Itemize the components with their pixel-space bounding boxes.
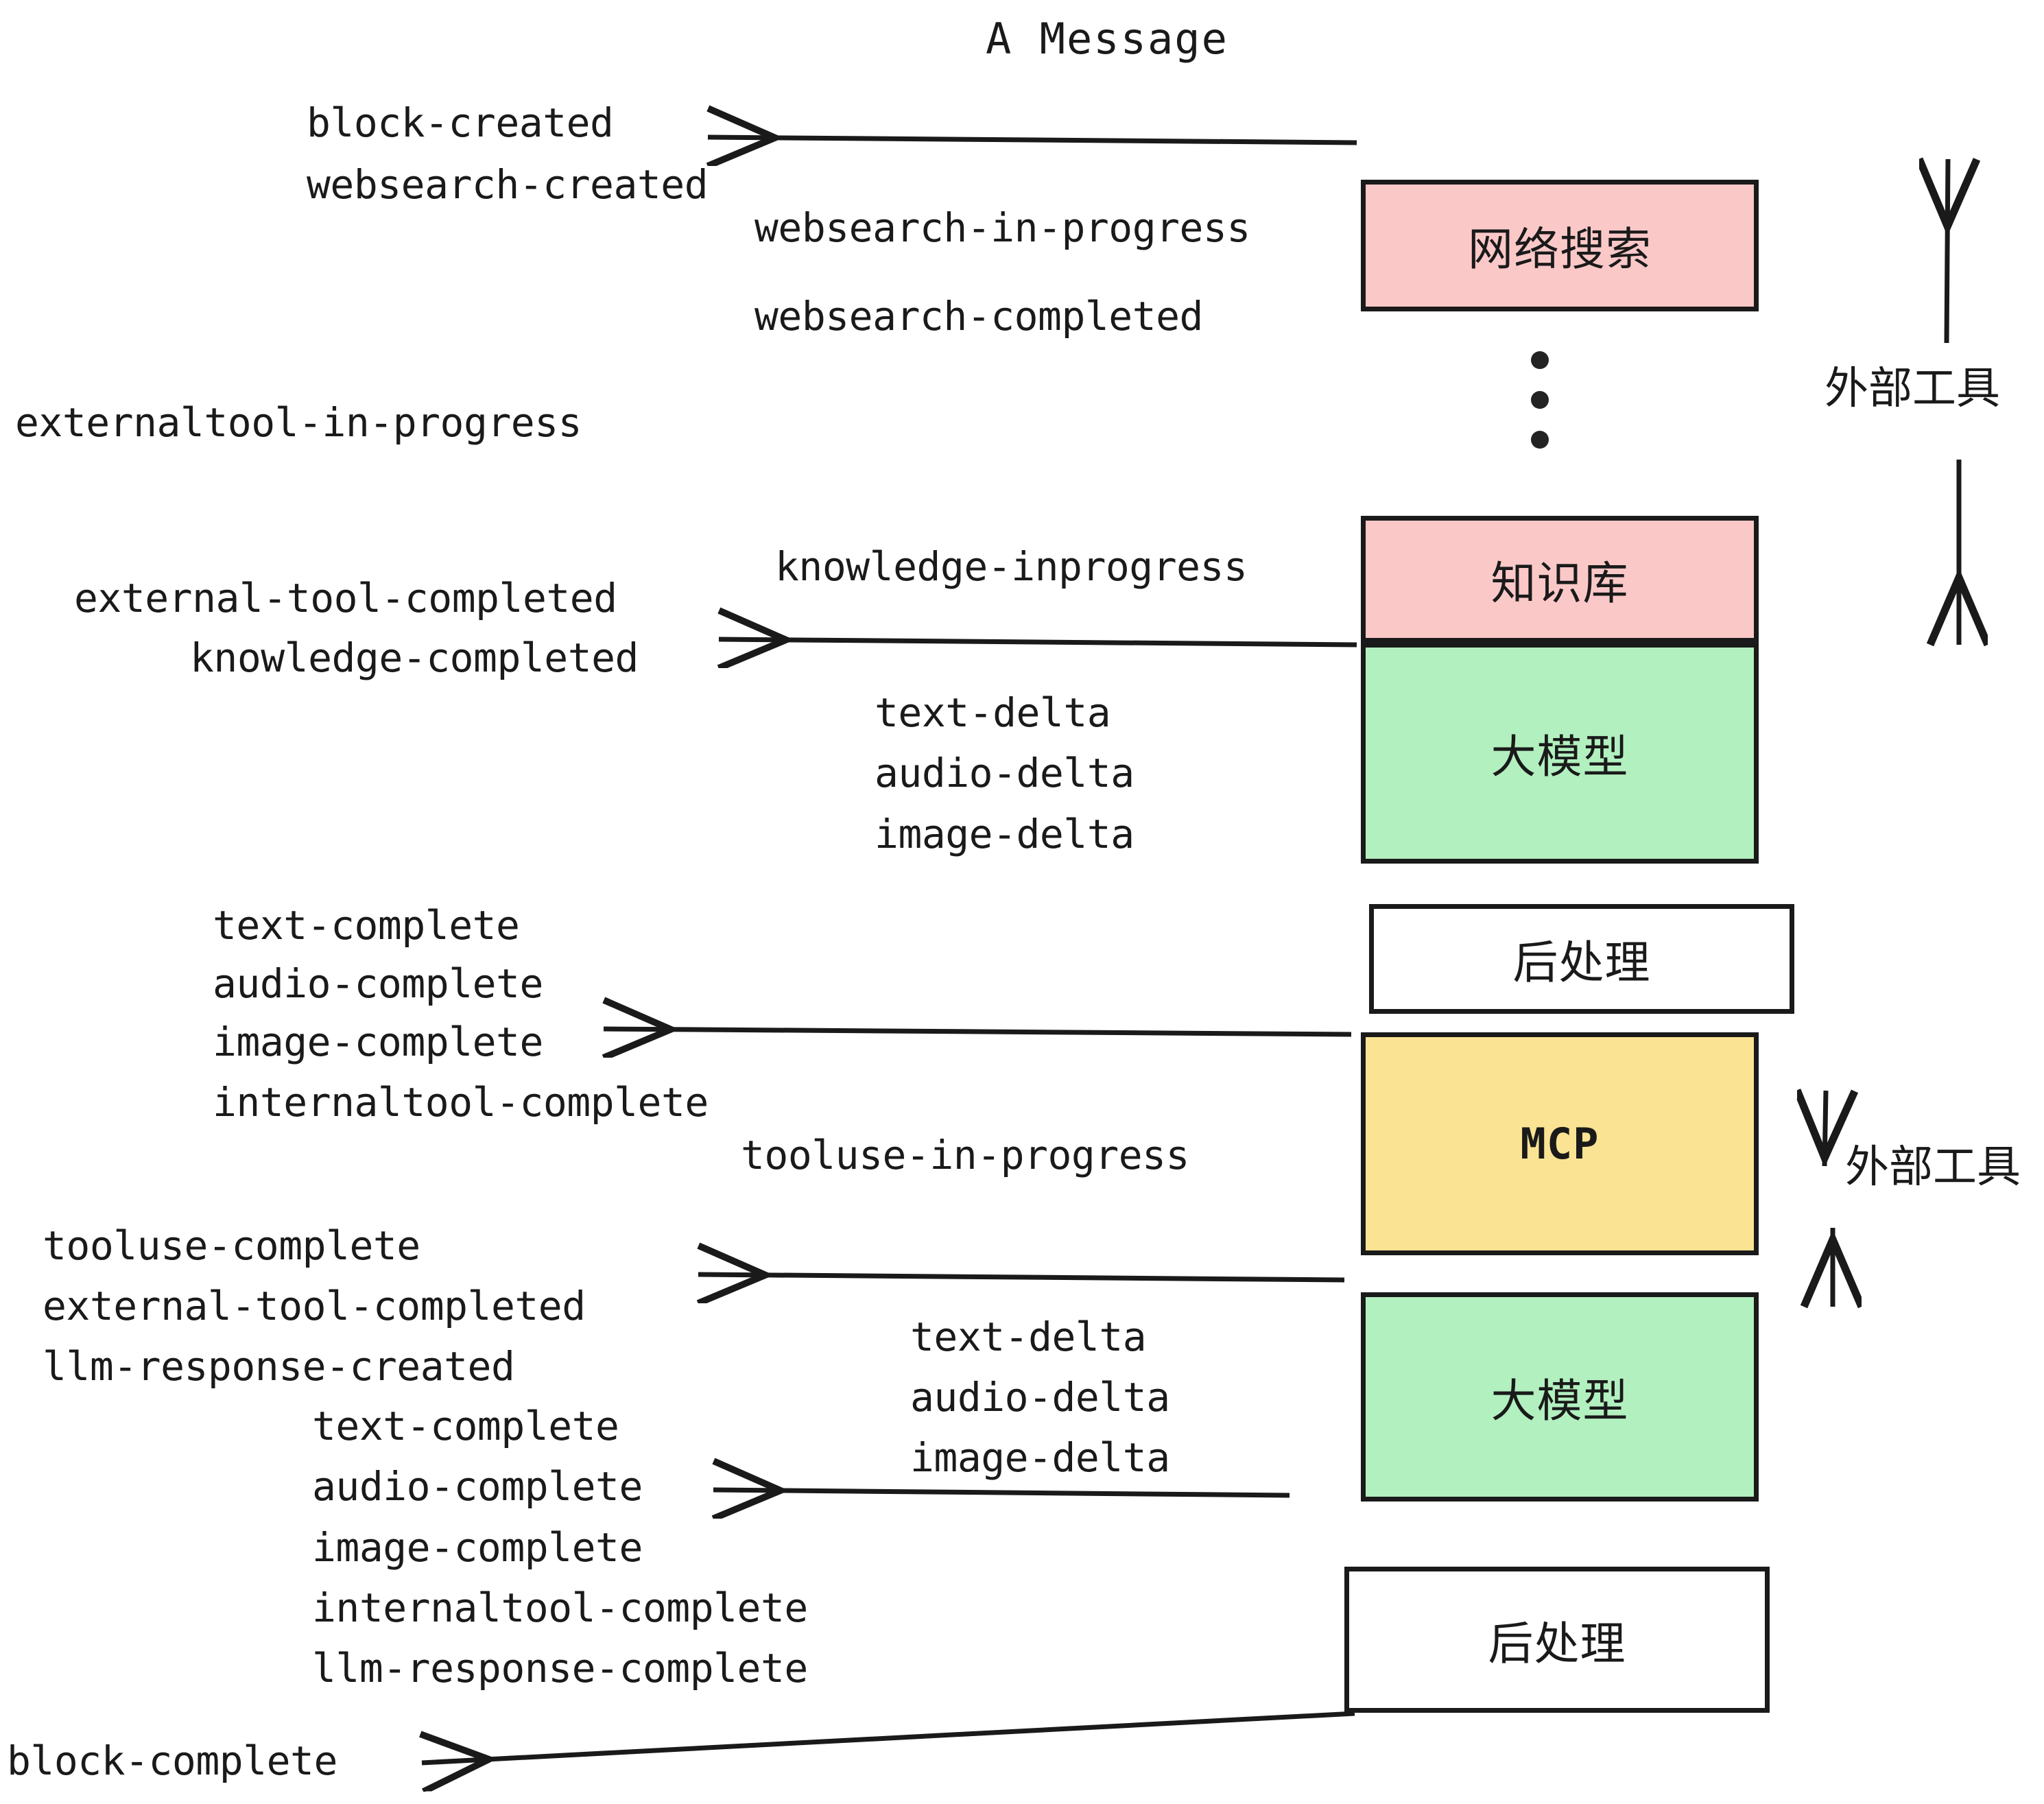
label-external-tool-bottom: 外部工具 — [1845, 1142, 2021, 1193]
box-websearch: 网络搜索 — [1361, 180, 1759, 311]
event-external-tool-completed-1: external-tool-completed — [74, 575, 617, 621]
diagram-title: A Message — [986, 14, 1228, 64]
event-block-complete: block-complete — [7, 1737, 337, 1784]
arrow-external-bottom-up — [1825, 1091, 1826, 1167]
event-audio-delta-2: audio-delta — [910, 1374, 1170, 1421]
arrow-llm1-to-complete — [604, 1029, 1352, 1034]
event-websearch-completed: websearch-completed — [754, 293, 1203, 340]
event-tooluse-in-progress: tooluse-in-progress — [741, 1132, 1189, 1178]
box-mcp: MCP — [1361, 1032, 1759, 1255]
box-postprocess-1: 后处理 — [1369, 904, 1794, 1014]
arrow-websearch-to-created — [708, 137, 1357, 143]
event-audio-delta-1: audio-delta — [875, 750, 1134, 796]
arrow-post2-to-block-complete — [422, 1711, 1355, 1763]
arrow-knowledge-to-completed — [719, 639, 1357, 645]
event-image-complete-1: image-complete — [213, 1019, 543, 1065]
arrow-external-top-up — [1947, 159, 1948, 344]
event-block-created: block-created — [307, 99, 614, 146]
event-websearch-in-progress: websearch-in-progress — [754, 204, 1250, 251]
arrow-llm2-to-complete — [713, 1490, 1290, 1495]
event-text-delta-2: text-delta — [910, 1314, 1147, 1360]
event-external-tool-completed-2: external-tool-completed — [43, 1283, 586, 1329]
box-knowledge: 知识库 — [1361, 516, 1759, 643]
event-knowledge-inprogress: knowledge-inprogress — [775, 543, 1248, 590]
event-text-complete-1: text-complete — [213, 902, 520, 949]
box-postprocess-1-label: 后处理 — [1512, 936, 1651, 989]
event-image-complete-2: image-complete — [312, 1524, 643, 1571]
box-llm-2-label: 大模型 — [1490, 1374, 1629, 1427]
arrow-mcp-to-tooluse — [698, 1274, 1345, 1280]
event-audio-complete-2: audio-complete — [312, 1463, 643, 1510]
event-internaltool-complete-1: internaltool-complete — [213, 1079, 709, 1126]
event-image-delta-1: image-delta — [875, 811, 1134, 857]
label-external-tool-top: 外部工具 — [1825, 364, 2000, 414]
event-knowledge-completed: knowledge-completed — [190, 634, 639, 681]
ellipsis-dot-3 — [1531, 431, 1549, 449]
box-knowledge-label: 知识库 — [1490, 556, 1629, 610]
box-llm-1: 大模型 — [1361, 643, 1759, 864]
event-audio-complete-1: audio-complete — [213, 960, 543, 1007]
event-text-delta-1: text-delta — [875, 689, 1111, 736]
box-llm-2: 大模型 — [1361, 1292, 1759, 1502]
event-websearch-created: websearch-created — [307, 161, 709, 208]
ellipsis-dot-1 — [1531, 351, 1549, 369]
event-tooluse-complete: tooluse-complete — [43, 1222, 420, 1269]
box-llm-1-label: 大模型 — [1490, 731, 1629, 783]
event-internaltool-complete-2: internaltool-complete — [312, 1585, 808, 1631]
event-externaltool-in-progress: externaltool-in-progress — [15, 399, 582, 446]
event-llm-response-created: llm-response-created — [43, 1343, 515, 1390]
event-image-delta-2: image-delta — [910, 1434, 1170, 1481]
box-websearch-label: 网络搜索 — [1468, 223, 1652, 276]
event-text-complete-2: text-complete — [312, 1403, 619, 1449]
box-mcp-label: MCP — [1520, 1119, 1600, 1169]
ellipsis-dot-2 — [1531, 391, 1549, 409]
box-postprocess-2: 后处理 — [1344, 1567, 1770, 1713]
box-postprocess-2-label: 后处理 — [1488, 1617, 1626, 1670]
event-llm-response-complete: llm-response-complete — [312, 1645, 808, 1692]
